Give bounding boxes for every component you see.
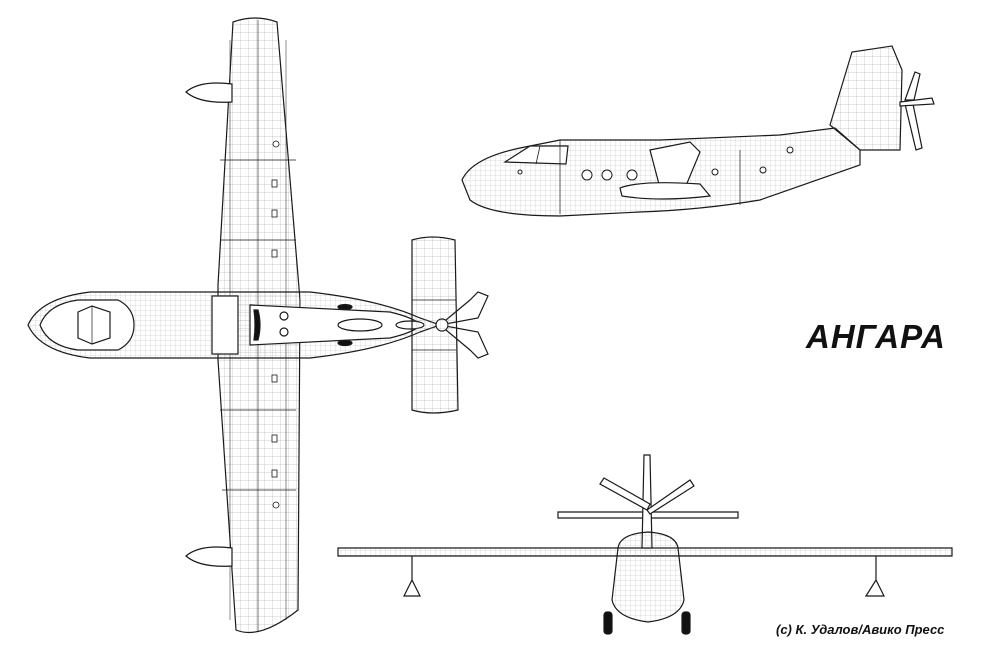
front-view xyxy=(337,454,953,635)
front-fuselage xyxy=(611,531,685,623)
top-view xyxy=(27,17,489,634)
front-float-left xyxy=(403,578,421,597)
side-canopy xyxy=(503,145,569,165)
wheel-left xyxy=(603,611,613,635)
wingtip-float-bottom xyxy=(185,546,233,567)
horizontal-stabilizer xyxy=(411,236,459,414)
wingtip-float-top xyxy=(185,82,233,103)
side-view xyxy=(461,45,935,217)
aircraft-title: АНГАРА xyxy=(806,318,946,355)
vertical-fin xyxy=(829,45,903,151)
side-float xyxy=(619,182,712,200)
copyright-credit: (с) К. Удалов/Авико Пресс xyxy=(776,622,945,637)
side-propeller xyxy=(904,71,921,101)
wheel-right xyxy=(681,611,691,635)
front-float-right xyxy=(864,578,885,597)
